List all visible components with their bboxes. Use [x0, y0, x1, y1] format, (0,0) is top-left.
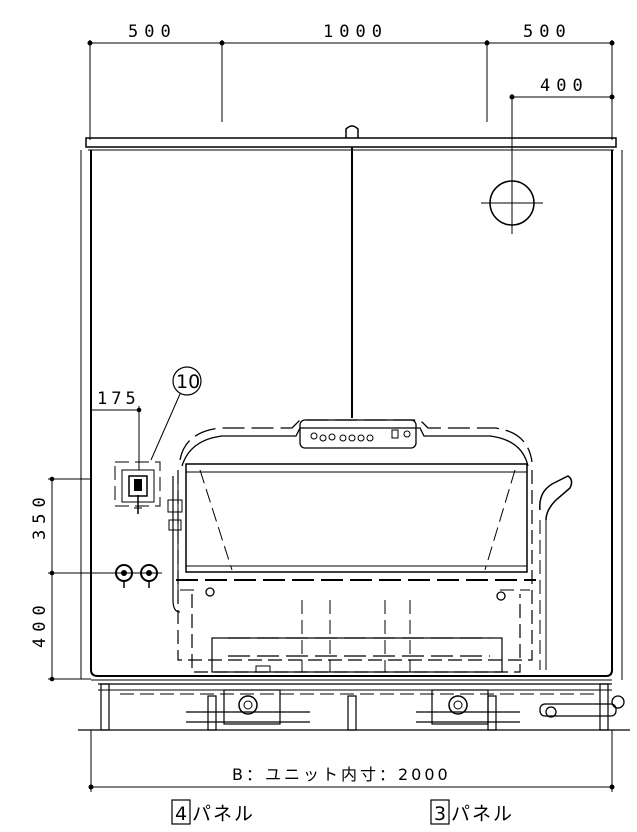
- vent-hole: [481, 172, 543, 234]
- panel-4-label: パネル: [192, 803, 255, 825]
- dim-top-right: 500: [523, 22, 572, 42]
- dim-left-upper: 350: [30, 491, 50, 540]
- panel-label-3: 3 パネル: [430, 799, 514, 825]
- panel-3-number: 3: [434, 803, 448, 825]
- panel-label-4: 4 パネル: [171, 799, 255, 825]
- left-dimension: 350 400: [30, 476, 108, 682]
- hole-dimension: 400: [509, 76, 615, 228]
- dim-hole-offset: 400: [540, 76, 589, 96]
- switch-box: [114, 461, 161, 514]
- rim-buttons: [310, 429, 411, 442]
- shower-head-right: [539, 475, 573, 670]
- panel-4-number: 4: [175, 803, 189, 825]
- dim-left-lower: 400: [30, 599, 50, 648]
- drain-pipe-right: [539, 695, 625, 718]
- dim-switch-offset: 175: [97, 389, 140, 409]
- shower-hose-left: [167, 476, 183, 613]
- panel-3-label: パネル: [451, 803, 514, 825]
- bathtub: [176, 419, 536, 673]
- floor-base: [78, 683, 630, 731]
- leveling-legs: [100, 683, 609, 731]
- top-dimension-line: 500 1000 500: [87, 22, 615, 140]
- faucet-pair: [108, 564, 162, 588]
- wall-panel: [80, 150, 623, 681]
- ceiling-plate: [85, 125, 617, 418]
- dim-top-center: 1000: [323, 22, 388, 42]
- switch-dimension: 175: [91, 389, 142, 470]
- callout-10: 10: [150, 366, 202, 461]
- unit-size-caption: B：ユニット内寸：2000: [232, 765, 451, 784]
- drain-trap-right: [416, 689, 520, 725]
- bottom-dimension: B：ユニット内寸：2000: [88, 730, 615, 792]
- callout-number: 10: [176, 371, 200, 393]
- dim-top-left: 500: [128, 22, 177, 42]
- drain-trap-left: [186, 689, 310, 725]
